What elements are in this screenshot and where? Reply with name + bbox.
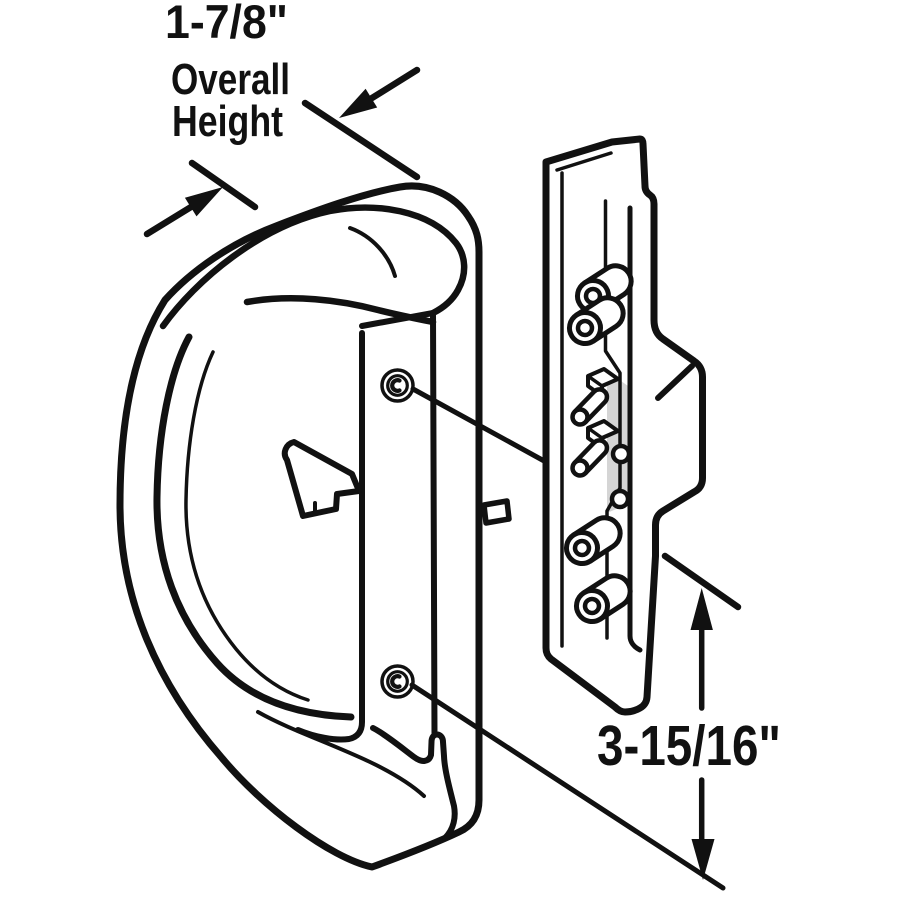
grip-end-cap-accent [348, 226, 397, 278]
bushing-bottom-2 [574, 573, 633, 624]
lower-screw-hole-mid-ring [386, 670, 409, 693]
dimension-arrowhead-upper-icon [339, 88, 378, 118]
peg-lower [570, 419, 620, 478]
overall-height-dimension [143, 66, 421, 238]
peg-lower-block-edge [586, 426, 604, 440]
latch-plate-drawing [542, 135, 706, 716]
grip-inner-edge [153, 333, 355, 721]
upper-screw-leader-line [410, 386, 549, 465]
lower-screw-leader-line [409, 682, 726, 891]
dimension-tick-upper [301, 99, 421, 181]
lower-screw-hole-outer-ring [380, 664, 415, 699]
bushing-top-2-bore [575, 318, 595, 338]
channel-rib-edge [627, 205, 643, 653]
upper-screw-hole [380, 368, 415, 403]
escutcheon-left-edge [295, 330, 365, 743]
handle-outer-silhouette [116, 182, 483, 871]
bushing-bottom-1 [564, 515, 623, 566]
lower-screw-hole [380, 664, 415, 699]
lower-screw-hole-slot [390, 674, 402, 689]
upper-screw-hole-outer-ring [380, 368, 415, 403]
bushing-bottom-2-bore [582, 596, 602, 616]
escutcheon-top-edge [359, 310, 436, 329]
half-pin-lower [609, 488, 631, 510]
handle-bottom-accent [256, 710, 426, 798]
dimension-arrow-lower-shaft [143, 203, 195, 238]
upper-screw-hole-mid-ring [386, 374, 409, 397]
grip-inner-accent [184, 350, 310, 702]
bushing-top-2 [567, 295, 626, 346]
overall-height-value-label: 1-7/8" [165, 0, 288, 48]
upper-screw-hole-slot [390, 378, 402, 393]
peg-upper [570, 367, 620, 427]
hole-spacing-tick-upper [661, 552, 742, 611]
thumb-latch-lever [281, 439, 362, 519]
escutcheon-bottom-scallop [370, 725, 458, 841]
thumb-latch-slot-2 [334, 495, 339, 509]
handle-drawing [116, 182, 512, 871]
half-pin-upper [610, 443, 632, 465]
spindle [481, 498, 512, 526]
hole-spacing-arrowhead-down-icon [691, 839, 715, 880]
grip-bar-front-edge [159, 204, 468, 330]
peg-lower-pin-end [570, 458, 590, 478]
latch-tab-fold-line [655, 363, 695, 401]
peg-upper-pin-end [570, 407, 590, 427]
dimension-arrowhead-lower-icon [184, 187, 223, 217]
dimension-arrow-upper-shaft [368, 66, 421, 102]
bushing-bottom-1-bore [572, 538, 592, 558]
hole-spacing-dimension [409, 552, 742, 891]
latch-plate-inner-bottom-edge [551, 657, 609, 701]
dimension-tick-lower [188, 159, 259, 211]
latch-plate-inner-top-edge [555, 151, 613, 172]
overall-height-word-1: Overall [171, 55, 290, 104]
overall-height-word-2: Height [172, 97, 283, 146]
escutcheon-face-division-line [430, 310, 438, 738]
hole-spacing-arrowhead-up-icon [690, 588, 713, 630]
peg-upper-block-edge [586, 374, 604, 388]
channel-shading [607, 371, 628, 513]
hole-spacing-value-label: 3-15/16" [597, 714, 781, 778]
